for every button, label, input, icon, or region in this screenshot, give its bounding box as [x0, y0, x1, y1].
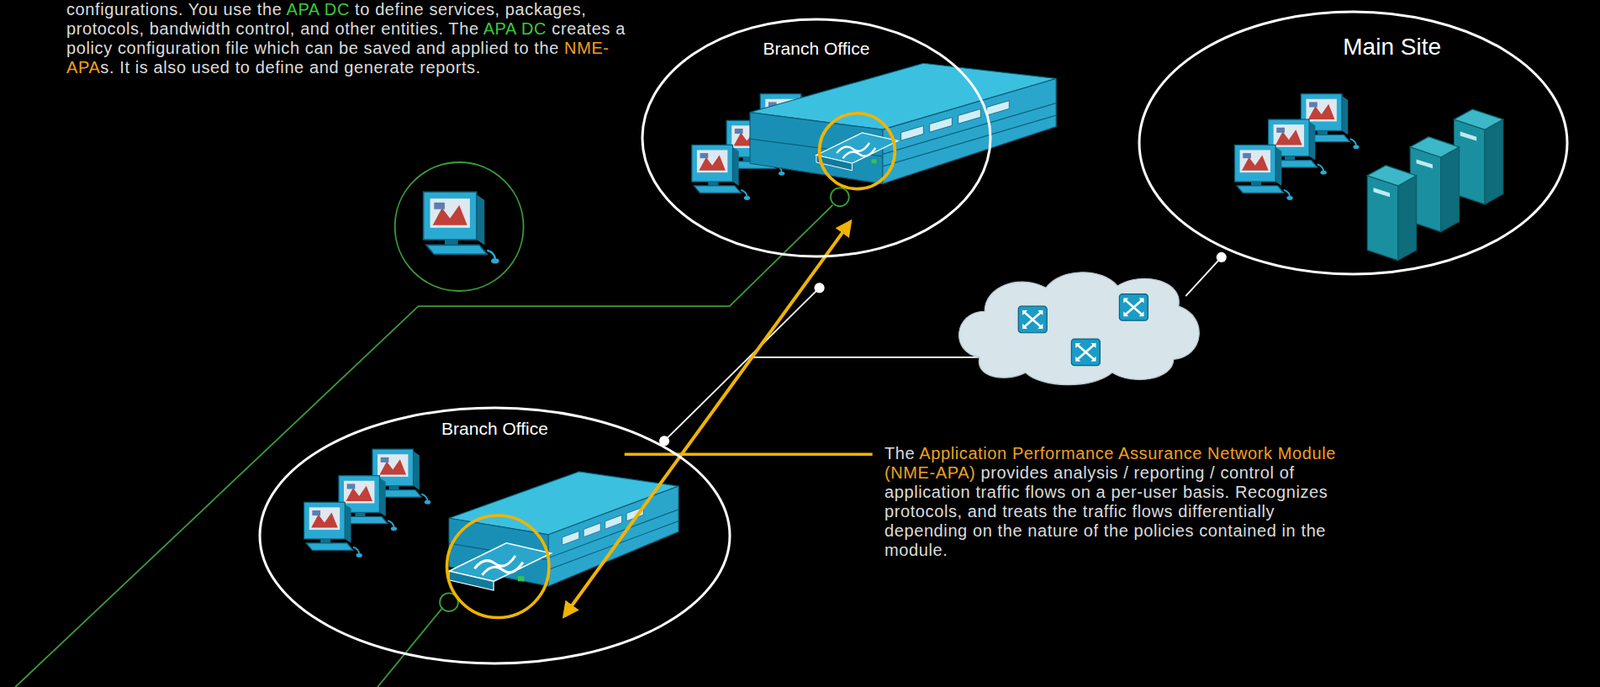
apa-module	[816, 132, 898, 171]
traffic-arrow	[564, 221, 851, 616]
module-highlight	[819, 113, 896, 190]
callout-leader	[624, 452, 873, 456]
note-text: APA DC	[483, 19, 547, 38]
wan-cloud	[959, 272, 1200, 386]
note-text: APA DC	[285, 0, 349, 19]
ellipse-outline	[258, 406, 732, 666]
module-highlight	[447, 515, 550, 618]
site-label: Main Site	[1342, 33, 1442, 61]
note-text: configurations. You use the	[66, 0, 286, 19]
site-label: Branch Office	[763, 38, 871, 59]
note-text: s. It is also used to define and generat…	[100, 58, 481, 77]
branch-pcs	[304, 448, 431, 558]
module-callout: The Application Performance Assurance Ne…	[884, 443, 1343, 560]
servers	[1367, 109, 1503, 261]
branch-router	[749, 63, 1057, 184]
main-site-pcs	[1235, 94, 1360, 201]
site-label: Branch Office	[441, 418, 549, 439]
apa-module	[448, 543, 551, 591]
module-description: configurations. You use the APA DC to de…	[66, 0, 647, 78]
site-ellipse: Branch Office	[640, 17, 993, 259]
wan-links	[664, 257, 1222, 442]
site-ellipse: Main Site	[1137, 10, 1569, 276]
link-dots	[659, 252, 1227, 447]
management-lines	[15, 162, 850, 687]
note-text: The	[884, 443, 919, 463]
management-pc	[423, 191, 500, 264]
site-ellipse: Branch Office	[258, 406, 732, 666]
